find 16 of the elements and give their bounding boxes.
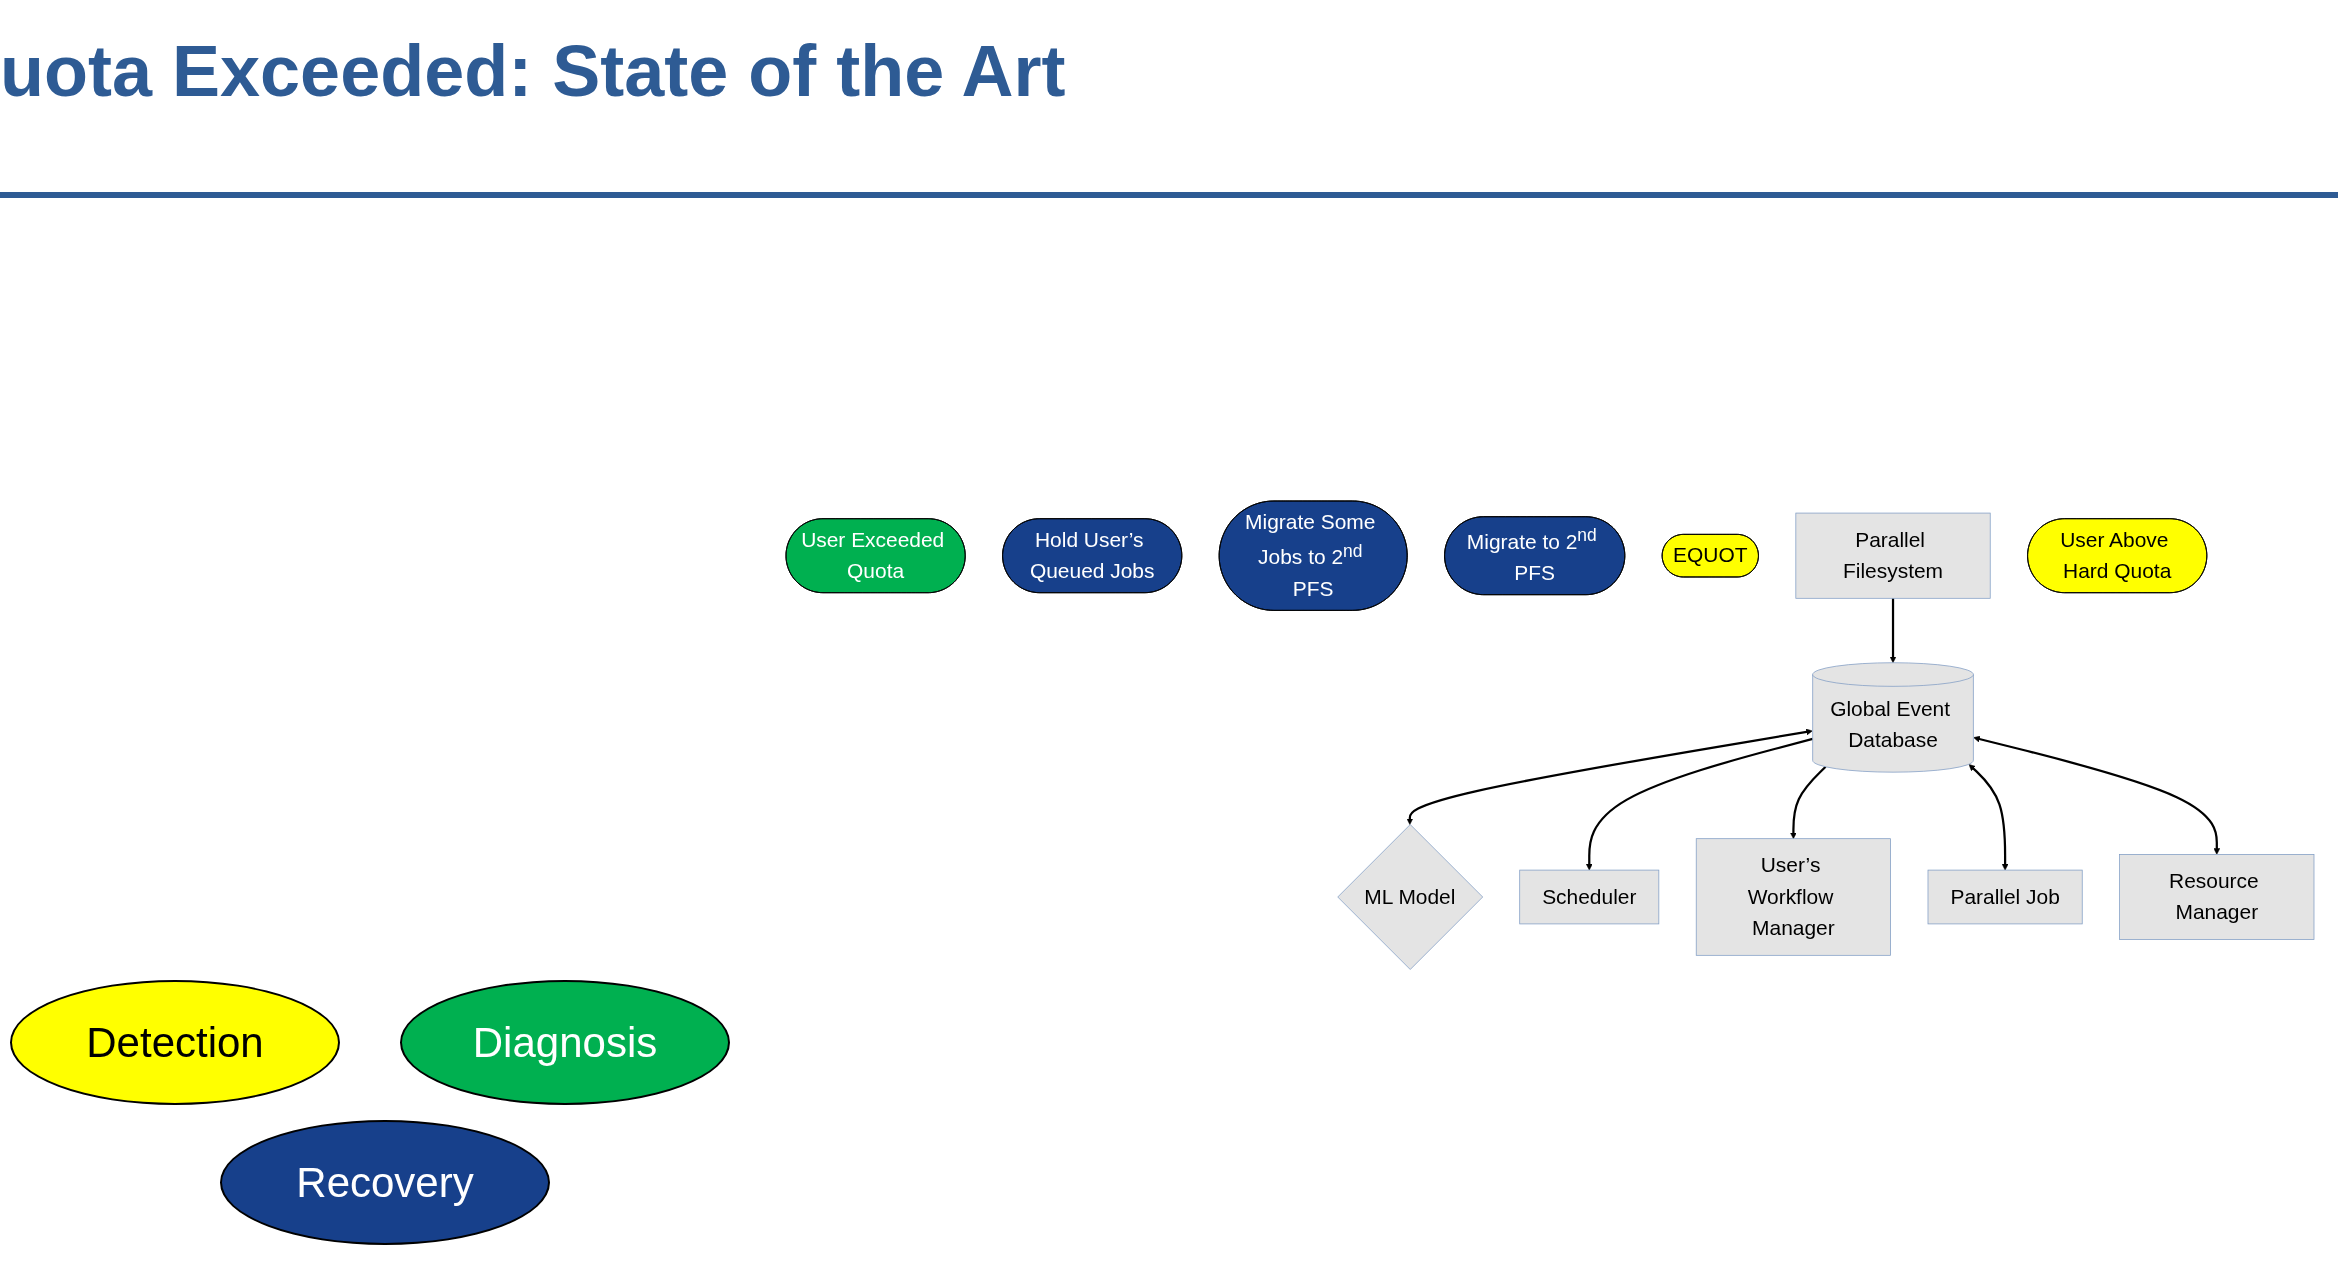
legend-ellipse: Detection — [10, 980, 340, 1105]
legend-ellipse: Recovery — [220, 1120, 550, 1245]
arrow — [1406, 728, 1813, 825]
node-box: Resource Manager — [2119, 853, 2315, 940]
legend-ellipse: Diagnosis — [400, 980, 730, 1105]
arrow — [1790, 765, 1827, 839]
arrow — [1973, 735, 2221, 855]
arrow — [1968, 763, 2009, 871]
node-box: Parallel Filesystem — [1795, 512, 1991, 599]
slide-title: uota Exceeded: State of the Art — [0, 30, 1066, 112]
arrow — [1586, 737, 1813, 871]
node-box: Parallel Job — [1927, 869, 2083, 925]
node-diamond: ML Model — [1337, 823, 1484, 970]
arrow — [1889, 598, 1897, 663]
node-box: Scheduler — [1519, 869, 1660, 925]
node-box: User’s Workflow Manager — [1695, 838, 1891, 956]
